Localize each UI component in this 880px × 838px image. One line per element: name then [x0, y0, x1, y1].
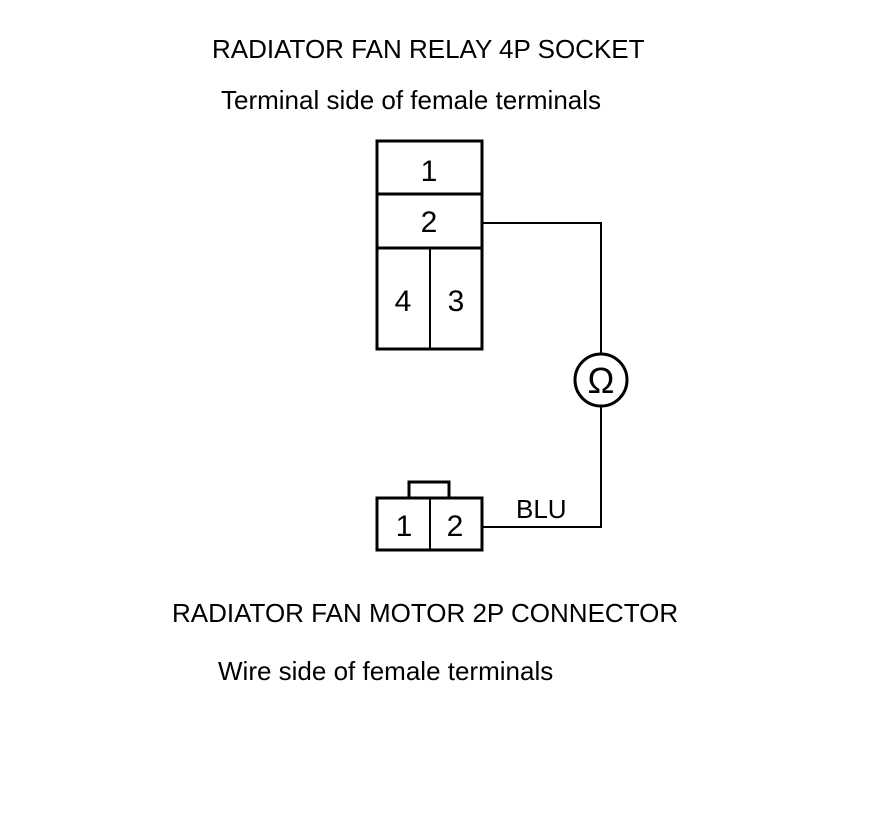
- motor-terminal-1: 1: [396, 510, 413, 543]
- relay-socket-subtitle: Terminal side of female terminals: [221, 85, 602, 115]
- wire-color-label: BLU: [516, 494, 567, 524]
- motor-connector-title: RADIATOR FAN MOTOR 2P CONNECTOR: [172, 598, 679, 628]
- relay-socket-title: RADIATOR FAN RELAY 4P SOCKET: [212, 34, 645, 64]
- motor-terminal-2: 2: [447, 510, 464, 543]
- relay-terminal-4: 4: [395, 285, 412, 318]
- motor-connector-lock-tab: [407, 480, 451, 500]
- relay-socket: [375, 139, 484, 351]
- relay-terminal-3: 3: [448, 285, 465, 318]
- test-lead-upper: [482, 222, 602, 358]
- relay-terminal-1: 1: [421, 155, 438, 188]
- relay-terminal-2: 2: [421, 206, 438, 239]
- motor-connector-subtitle: Wire side of female terminals: [218, 656, 554, 686]
- test-lead-lower: [483, 406, 602, 528]
- motor-connector: [375, 480, 484, 552]
- ohmmeter: Ω: [573, 352, 629, 408]
- ohm-icon: Ω: [588, 360, 615, 401]
